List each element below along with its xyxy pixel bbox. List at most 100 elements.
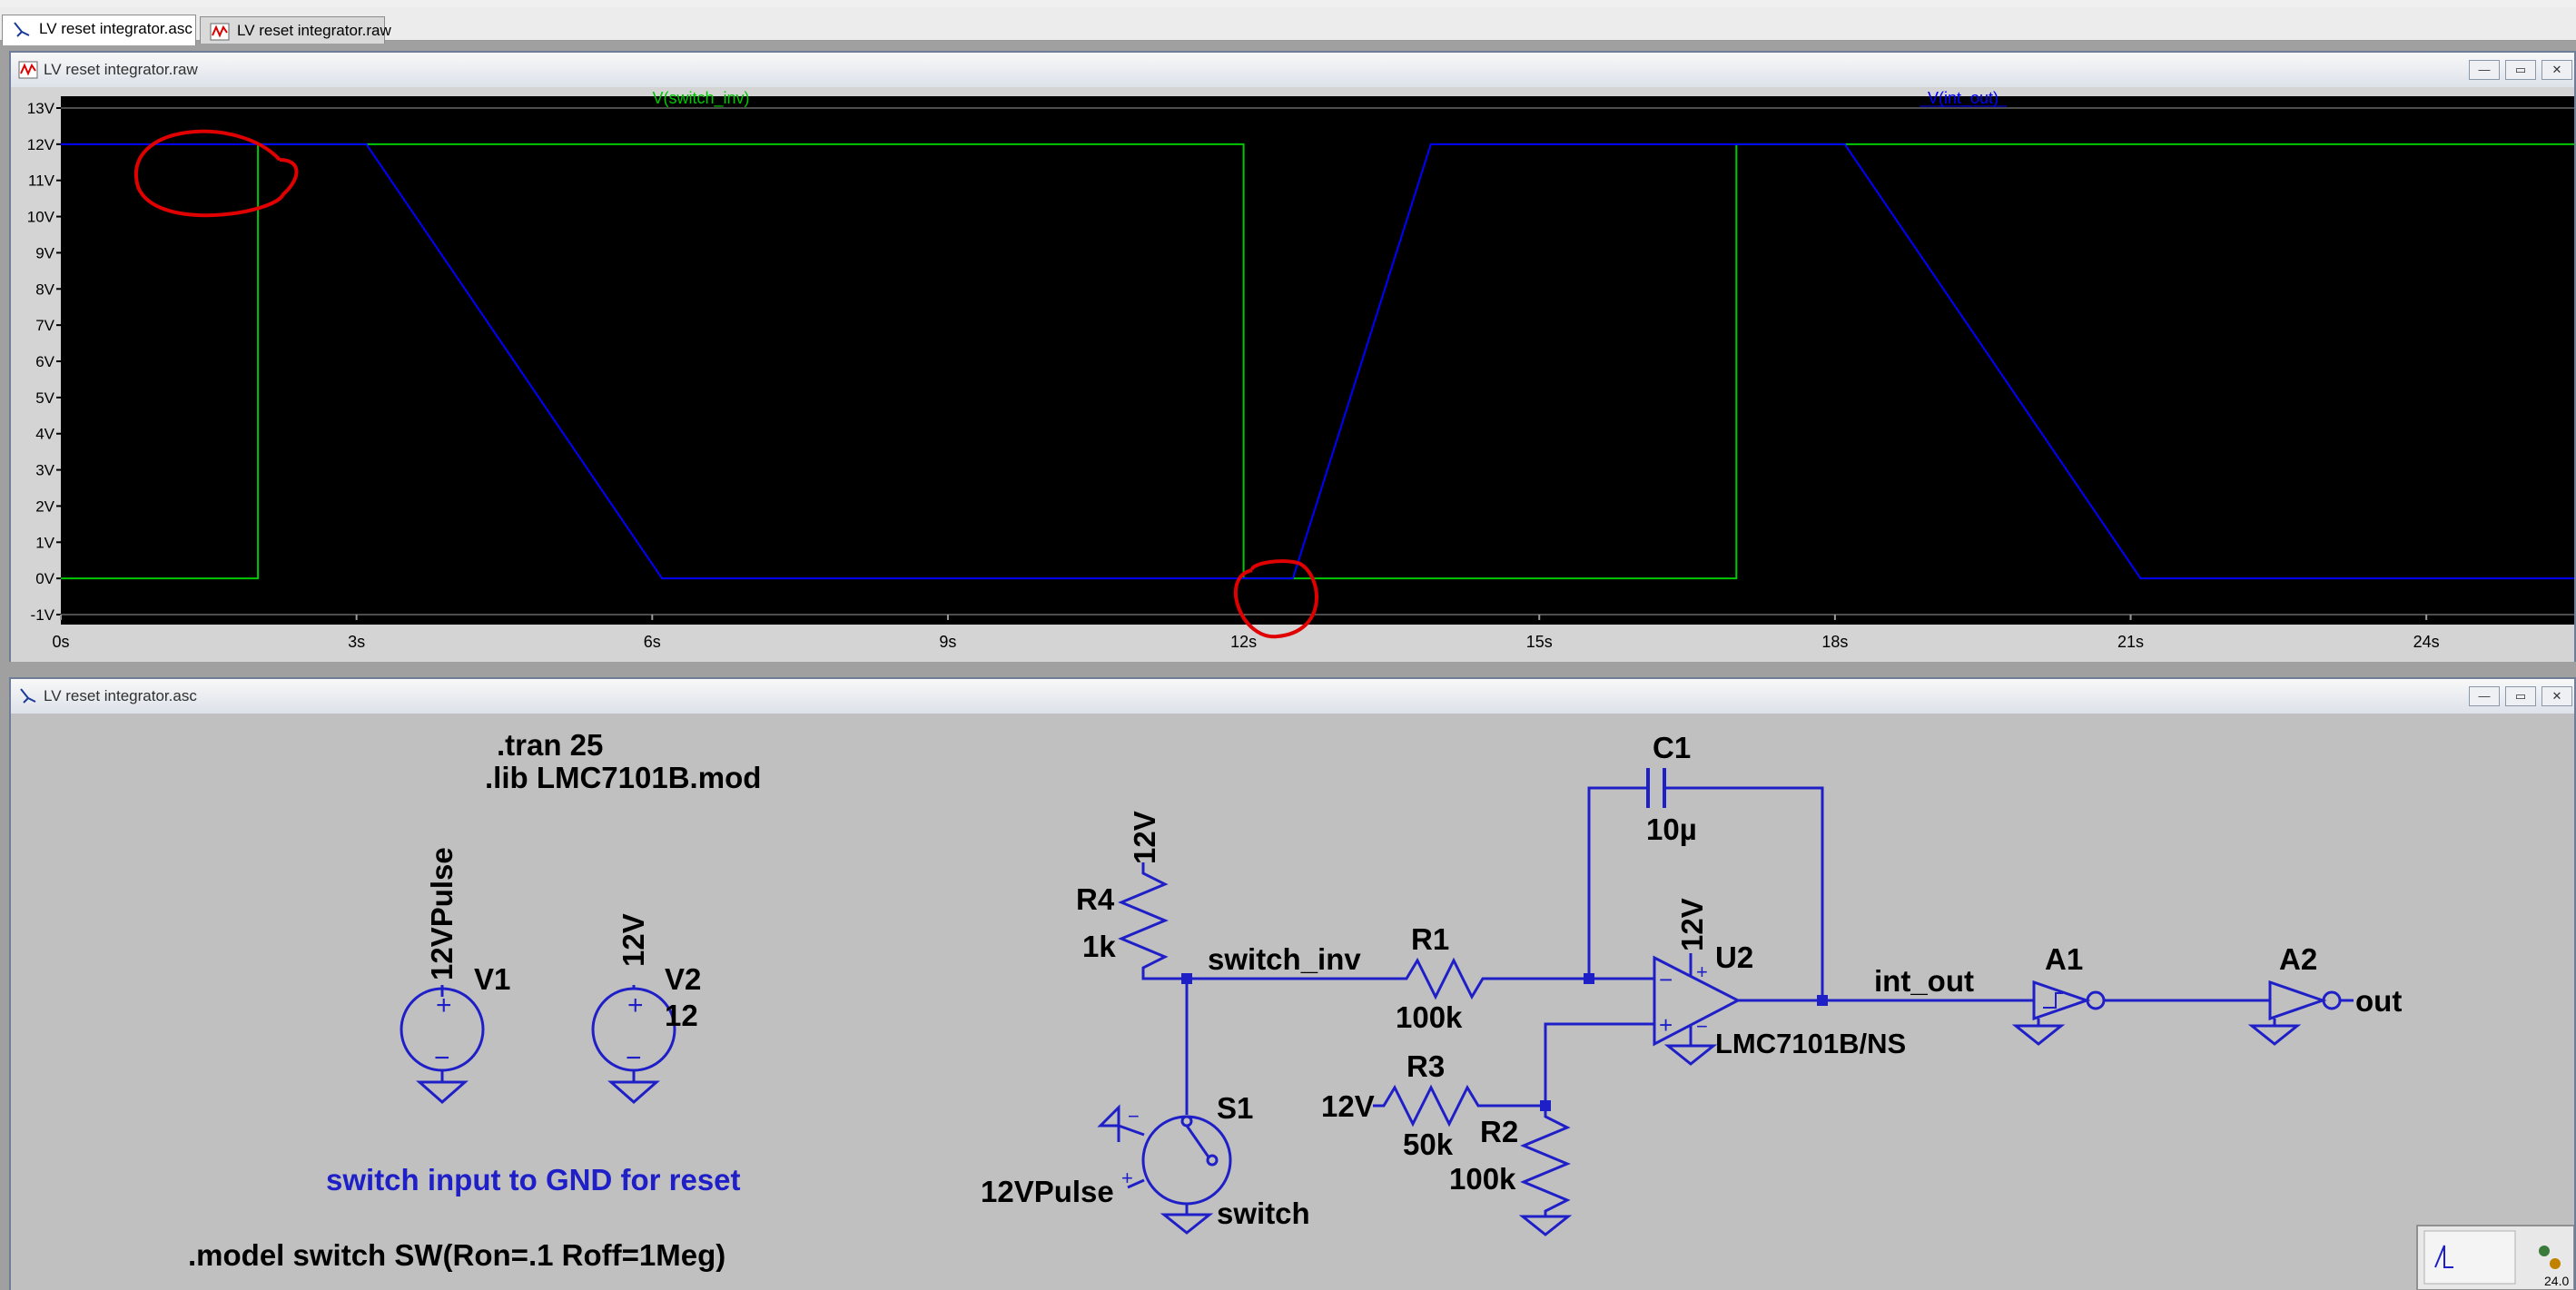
v2-source[interactable]: + − 12V V2 12 [591, 913, 701, 1104]
int-out-net[interactable]: int_out [1738, 964, 2034, 1006]
y-tick-label: 6V [35, 353, 54, 370]
minimap-value: 24.0 [2544, 1274, 2569, 1288]
schematic-titlebar: LV reset integrator.asc — ▭ ✕ [11, 679, 2574, 714]
a2-name: A2 [2279, 942, 2317, 976]
c1-capacitor[interactable]: C1 10µ [1587, 731, 1824, 999]
y-tick-label: 8V [35, 281, 54, 298]
v1-plus-sign: + [436, 990, 452, 1020]
v2-plus-sign: + [627, 990, 644, 1020]
v1-source[interactable]: + − 12VPulse V1 [400, 847, 510, 1104]
u2-supply-plus-sign: + [1696, 960, 1708, 983]
close-button[interactable]: ✕ [2541, 686, 2572, 706]
x-tick-label: 6s [644, 633, 661, 651]
ground-symbol [607, 1080, 660, 1104]
s1-plus-sign: + [1121, 1167, 1133, 1189]
int-out-label: int_out [1874, 964, 1974, 998]
r3-resistor[interactable]: 12V R3 50k [1321, 1049, 1545, 1161]
ground-symbol [1518, 1215, 1573, 1236]
legend-switch-inv[interactable]: V(switch_inv) [652, 89, 749, 108]
y-tick-label: 0V [35, 570, 54, 587]
a1-schmitt-inverter[interactable]: A1 [2011, 942, 2270, 1046]
y-tick-label: 9V [35, 244, 54, 261]
waveform-icon [210, 23, 230, 41]
y-tick-label: 2V [35, 497, 54, 515]
a2-inverter[interactable]: A2 out [2247, 942, 2402, 1046]
y-tick-label: 5V [35, 389, 54, 407]
schematic-icon [20, 688, 36, 704]
switch-inv-net[interactable]: switch_inv [1181, 942, 1396, 984]
maximize-button[interactable]: ▭ [2505, 60, 2536, 80]
s1-model: switch [1217, 1196, 1310, 1230]
r1-name: R1 [1411, 922, 1449, 956]
waveform-window-title: LV reset integrator.raw [44, 61, 198, 78]
c1-name: C1 [1653, 731, 1691, 764]
schematic-canvas[interactable]: .tran 25 .lib LMC7101B.mod .model switch… [11, 714, 2574, 1290]
ground-symbol [2247, 1024, 2302, 1046]
model-directive[interactable]: .model switch SW(Ron=.1 Roff=1Meg) [188, 1238, 725, 1272]
schematic-window-title: LV reset integrator.asc [44, 687, 197, 704]
u2-name: U2 [1715, 940, 1753, 974]
ground-symbol [2011, 1024, 2066, 1046]
tran-directive[interactable]: .tran 25 [497, 728, 603, 762]
u2-value: LMC7101B/NS [1715, 1028, 1906, 1059]
minimize-button[interactable]: — [2469, 686, 2500, 706]
y-tick-label: 1V [35, 534, 54, 551]
schematic-icon [14, 22, 30, 37]
tab-schematic[interactable]: LV reset integrator.asc [2, 15, 196, 45]
v2-net: 12V [617, 913, 650, 967]
s1-name: S1 [1217, 1091, 1253, 1125]
u2-supply-net: 12V [1675, 898, 1709, 951]
u2-supply-minus-sign: − [1696, 1015, 1708, 1038]
lib-directive[interactable]: .lib LMC7101B.mod [485, 761, 761, 794]
r1-value: 100k [1396, 1000, 1463, 1034]
y-tick-label: -1V [31, 606, 55, 624]
r4-resistor[interactable]: 12V R4 1k [1076, 811, 1187, 980]
y-tick-label: 4V [35, 426, 54, 443]
u2-opamp[interactable]: − + + − 12V U2 LMC7101B/NS [1544, 898, 1906, 1106]
comment-text: switch input to GND for reset [326, 1163, 741, 1196]
minimize-button[interactable]: — [2469, 60, 2500, 80]
v2-value: 12 [665, 999, 698, 1032]
r4-net: 12V [1128, 811, 1161, 864]
x-tick-label: 9s [939, 633, 956, 651]
r3-value: 50k [1403, 1128, 1454, 1161]
tab-waveform[interactable]: LV reset integrator.raw [200, 16, 391, 44]
series-line-int-out [61, 143, 2574, 580]
legend-int-out[interactable]: V(int_out) [1928, 89, 1999, 108]
ground-symbol [1097, 1104, 1120, 1142]
out-label: out [2355, 984, 2402, 1018]
maximize-button[interactable]: ▭ [2505, 686, 2536, 706]
r3-name: R3 [1406, 1049, 1445, 1083]
ground-symbol [416, 1080, 469, 1104]
switch-inv-label: switch_inv [1208, 942, 1361, 976]
x-tick-label: 15s [1526, 633, 1553, 651]
v2-minus-sign: − [626, 1043, 642, 1073]
x-tick-label: 24s [2413, 633, 2440, 651]
c1-value: 10µ [1646, 812, 1697, 846]
u2-noninverting-sign: + [1659, 1011, 1673, 1039]
waveform-icon [18, 61, 38, 79]
annotation-circle-bottom [1234, 559, 1318, 639]
v1-minus-sign: − [434, 1043, 450, 1073]
v2-name: V2 [665, 962, 701, 996]
y-tick-label: 10V [27, 209, 55, 226]
a1-name: A1 [2045, 942, 2083, 976]
r1-resistor[interactable]: R1 100k [1396, 922, 1589, 1034]
y-tick-label: 13V [27, 100, 55, 117]
r4-name: R4 [1076, 882, 1115, 916]
tab-bar: LV reset integrator.asc LV reset integra… [0, 7, 2576, 45]
r2-resistor[interactable]: R2 100k [1449, 1100, 1573, 1236]
r2-name: R2 [1480, 1115, 1518, 1148]
minimap[interactable]: 24.0 [2416, 1225, 2574, 1290]
y-tick-label: 12V [27, 136, 55, 153]
close-button[interactable]: ✕ [2541, 60, 2572, 80]
tab-waveform-label: LV reset integrator.raw [237, 22, 391, 39]
junction-dot [1817, 995, 1828, 1006]
v1-name: V1 [474, 962, 510, 996]
u2-inverting-sign: − [1659, 966, 1673, 993]
s1-switch[interactable]: − + S1 switch 12VPulse [981, 979, 1310, 1235]
annotation-circle-top [133, 129, 299, 218]
x-tick-label: 12s [1230, 633, 1257, 651]
